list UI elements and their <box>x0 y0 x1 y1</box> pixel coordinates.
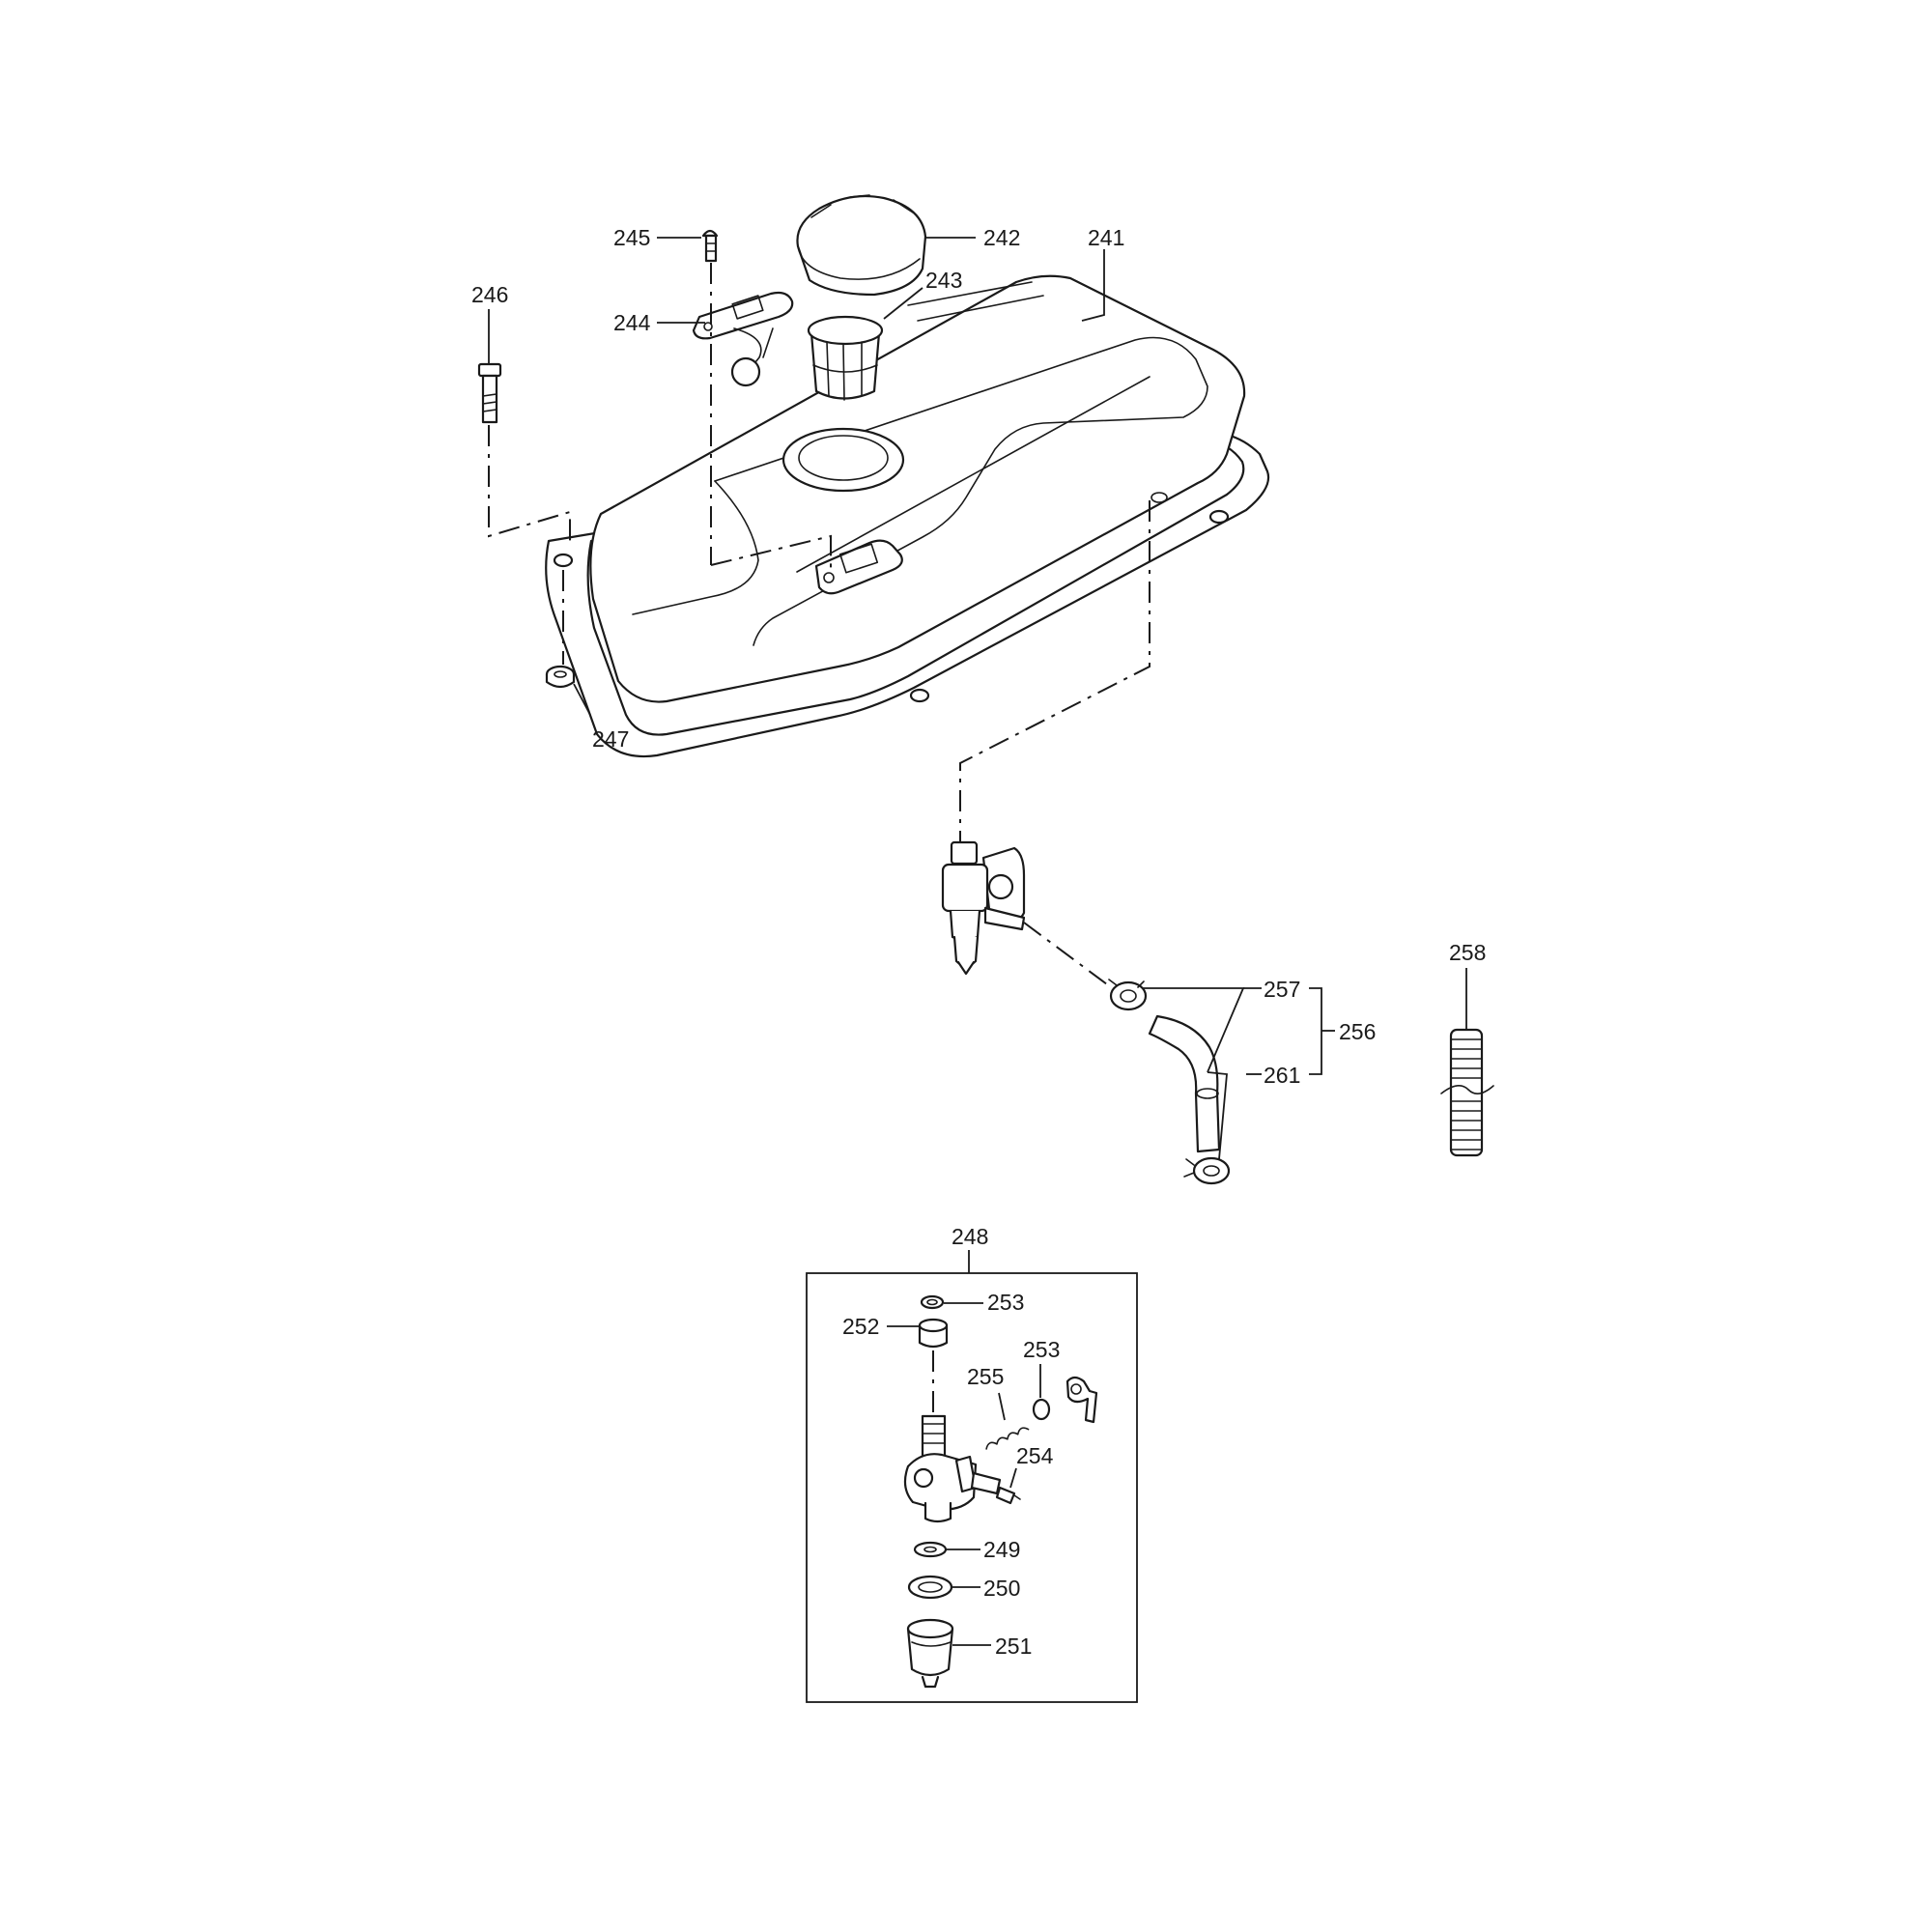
label-245: 245 <box>613 225 650 250</box>
label-242: 242 <box>983 225 1020 250</box>
label-252: 252 <box>842 1314 879 1339</box>
assembly-box-248 <box>806 1272 1138 1703</box>
label-241: 241 <box>1088 225 1124 250</box>
label-249: 249 <box>983 1537 1020 1562</box>
fuel-gauge <box>692 291 794 387</box>
bolt-246 <box>477 362 502 424</box>
fuel-cap <box>796 194 927 297</box>
label-251: 251 <box>995 1634 1032 1659</box>
fuel-tank <box>545 274 1270 758</box>
alignment-lines <box>488 263 1151 1412</box>
label-253a: 253 <box>987 1290 1024 1315</box>
fuel-strainer <box>807 315 884 401</box>
leader-lines <box>488 237 1467 1646</box>
label-256: 256 <box>1339 1019 1376 1044</box>
part-labels: 241 242 243 244 245 246 247 248 253 252 … <box>471 225 1486 1659</box>
label-253b: 253 <box>1023 1337 1060 1362</box>
label-247: 247 <box>592 726 629 752</box>
label-258: 258 <box>1449 940 1486 965</box>
label-244: 244 <box>613 310 651 335</box>
label-243: 243 <box>925 268 962 293</box>
screw-245 <box>701 229 719 263</box>
fuel-pipe <box>1108 979 1231 1185</box>
label-254: 254 <box>1016 1443 1054 1468</box>
protector-spring <box>1440 1028 1494 1157</box>
fuel-cock-parts <box>903 1294 1098 1689</box>
label-257: 257 <box>1264 977 1300 1002</box>
label-250: 250 <box>983 1576 1020 1601</box>
label-246: 246 <box>471 282 508 307</box>
label-255: 255 <box>967 1364 1004 1389</box>
label-248: 248 <box>952 1224 988 1249</box>
label-261: 261 <box>1264 1063 1300 1088</box>
fuel-cock <box>941 840 1026 976</box>
grommet-247 <box>545 665 576 689</box>
